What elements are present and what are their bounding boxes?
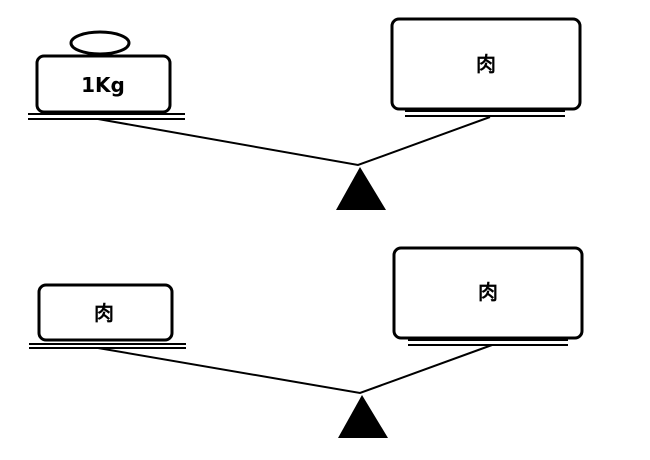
bottom-scale: 肉 肉 — [29, 246, 584, 438]
fulcrum-triangle — [336, 167, 386, 210]
weight-box-1kg — [35, 54, 172, 114]
meat-label: 肉 — [94, 301, 114, 325]
top-scale: 1Kg 肉 — [28, 17, 582, 210]
fulcrum-triangle — [338, 395, 388, 438]
meat-box-large — [392, 246, 584, 340]
meat-label: 肉 — [476, 52, 496, 76]
meat-box-small — [37, 283, 174, 342]
meat-label: 肉 — [478, 280, 498, 304]
balance-beam — [97, 116, 491, 167]
meat-box-large — [390, 17, 582, 111]
weight-label: 1Kg — [81, 73, 125, 97]
balance-beam — [97, 344, 493, 395]
weight-knob — [69, 30, 131, 56]
